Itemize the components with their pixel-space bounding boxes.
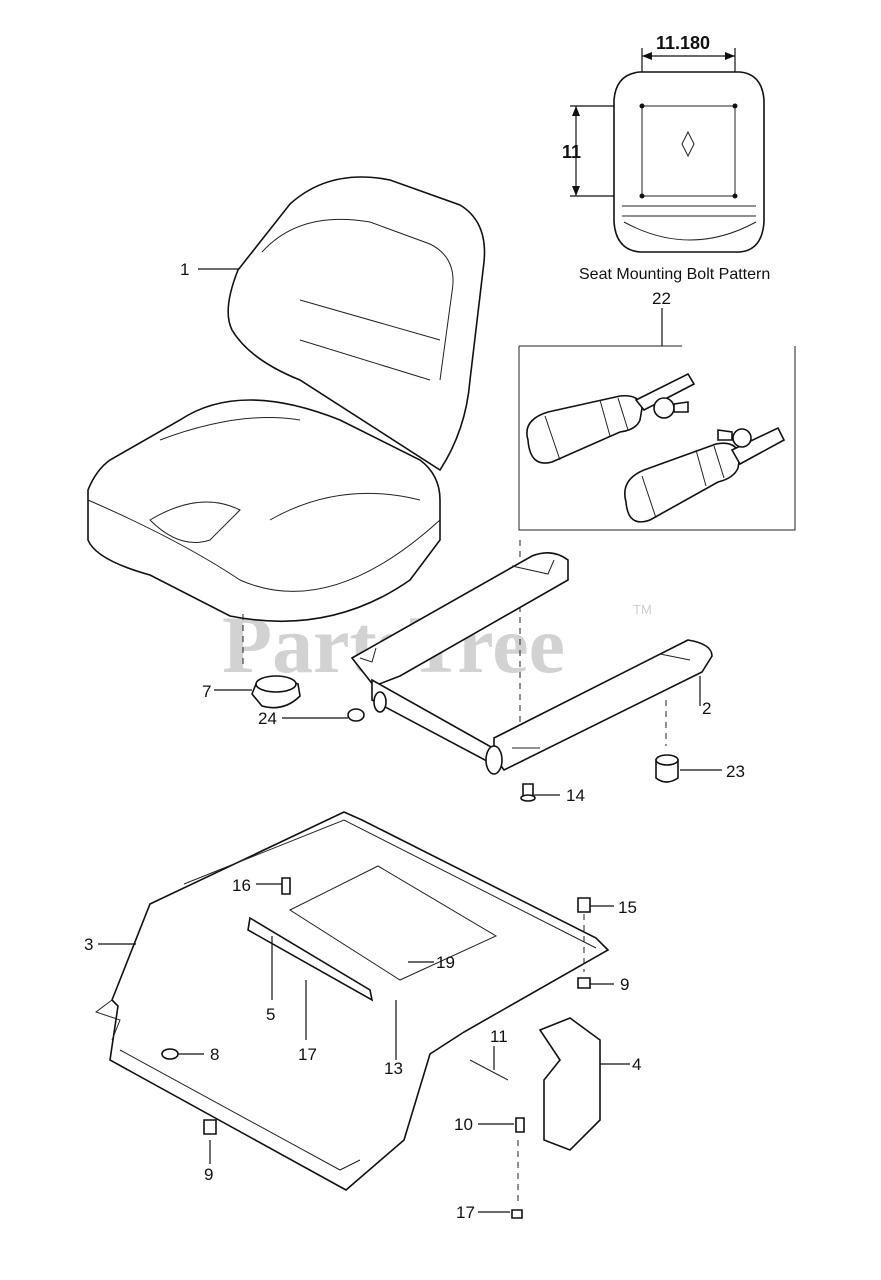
leader-lines — [98, 268, 722, 1213]
width-dimension: 11.180 — [656, 33, 710, 53]
callout-19: 19 — [436, 953, 455, 972]
callout-17-center: 17 — [298, 1045, 317, 1064]
callout-4: 4 — [632, 1055, 641, 1074]
plug-24 — [347, 708, 365, 722]
seat-slide-rails — [350, 552, 713, 775]
callout-23: 23 — [726, 762, 745, 781]
callout-24: 24 — [258, 709, 277, 728]
armrest-kit-box — [518, 308, 796, 531]
callout-8: 8 — [210, 1045, 219, 1064]
callout-1: 1 — [180, 260, 189, 279]
bumper-23 — [655, 700, 679, 783]
callout-5: 5 — [266, 1005, 275, 1024]
seat-switch — [251, 675, 301, 709]
callout-2: 2 — [702, 699, 711, 718]
inset-caption: Seat Mounting Bolt Pattern — [579, 266, 770, 283]
callout-10: 10 — [454, 1115, 473, 1134]
callout-22: 22 — [652, 289, 671, 308]
seat-pan — [94, 811, 610, 1219]
callout-17-bottom: 17 — [456, 1203, 475, 1222]
callout-11: 11 — [490, 1027, 508, 1046]
callout-labels: 1 2 3 4 5 7 8 9 9 10 11 13 14 15 16 17 1… — [84, 260, 745, 1222]
callout-3: 3 — [84, 935, 93, 954]
callout-15: 15 — [618, 898, 637, 917]
bolt-14 — [520, 783, 536, 802]
callout-7: 7 — [202, 682, 211, 701]
callout-14: 14 — [566, 786, 585, 805]
bolt-pattern-inset: 11.180 11 Seat Mounting Bolt Pattern — [562, 33, 770, 283]
callout-13: 13 — [384, 1059, 403, 1078]
callout-16: 16 — [232, 876, 251, 895]
height-dimension: 11 — [562, 142, 581, 162]
callout-9-bottom: 9 — [204, 1165, 213, 1184]
watermark-trademark: TM — [633, 602, 652, 617]
seat — [87, 176, 486, 623]
callout-9-right: 9 — [620, 975, 629, 994]
